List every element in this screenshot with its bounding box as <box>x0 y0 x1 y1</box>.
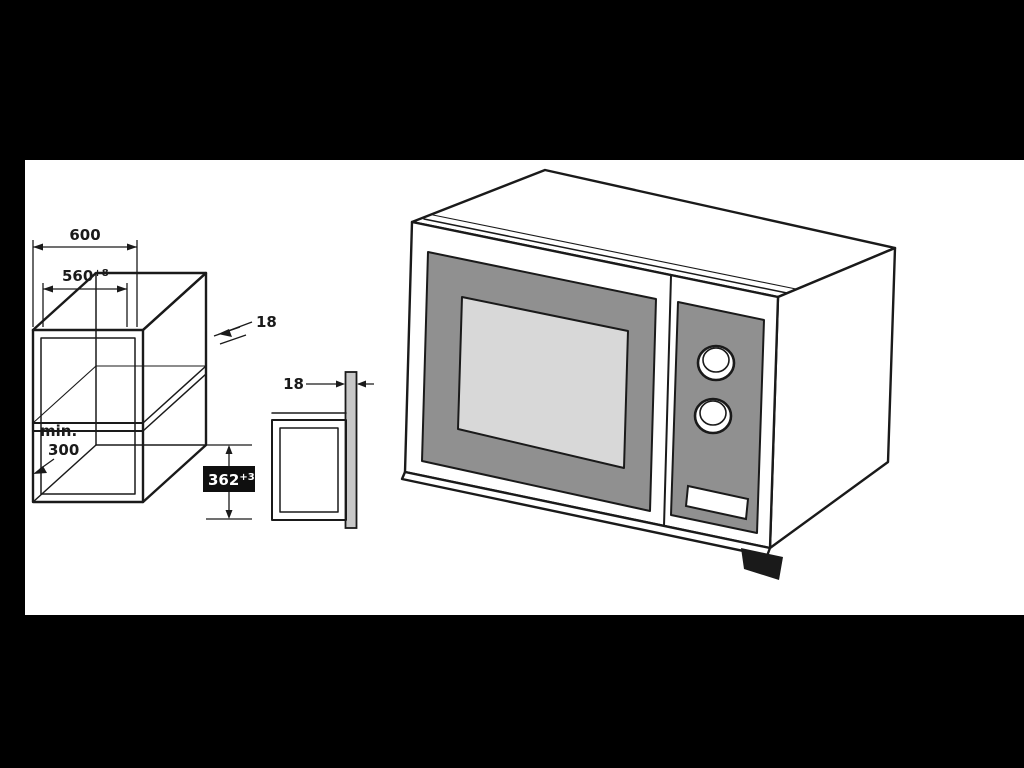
door-seam-line <box>663 275 672 527</box>
dim-min-depth: min. 300 <box>33 422 79 474</box>
top-trim-line <box>423 218 788 294</box>
installation-diagram: 600 560+8 18 min. 300 362+3 <box>31 168 897 580</box>
dim-niche-height: 362+3 <box>203 444 255 520</box>
letterbox-bottom <box>0 615 1024 768</box>
microwave-right-face <box>768 246 897 550</box>
side-thickness-label: 18 <box>283 375 304 393</box>
timer-knob <box>693 397 733 435</box>
side-panel-section-detail: 18 <box>271 371 374 529</box>
dim-top-panel-thickness: 18 <box>213 313 277 345</box>
niche-wireframe-drawing <box>31 271 208 504</box>
power-knob <box>696 344 736 382</box>
microwave-foot <box>741 548 783 580</box>
top-thickness-label: 18 <box>256 313 277 331</box>
inner-width-label: 560+8 <box>62 267 109 285</box>
min-depth-label: 300 <box>48 441 79 459</box>
installation-diagram-canvas: 600 560+8 18 min. 300 362+3 <box>25 160 1024 615</box>
min-label: min. <box>40 422 77 440</box>
outer-width-label: 600 <box>69 226 100 244</box>
niche-height-box <box>203 466 255 492</box>
dim-inner-width: 560+8 <box>42 267 128 327</box>
niche-height-label: 362+3 <box>208 471 255 489</box>
dim-side-panel-thickness: 18 <box>283 375 374 393</box>
top-trim-line-2 <box>432 214 797 290</box>
microwave-door-window <box>457 296 629 469</box>
dim-outer-width: 600 <box>32 226 138 327</box>
side-wall-section <box>344 371 358 529</box>
microwave-isometric-drawing <box>400 168 897 580</box>
letterbox-top <box>0 0 1024 160</box>
door-handle-recess <box>684 484 750 521</box>
